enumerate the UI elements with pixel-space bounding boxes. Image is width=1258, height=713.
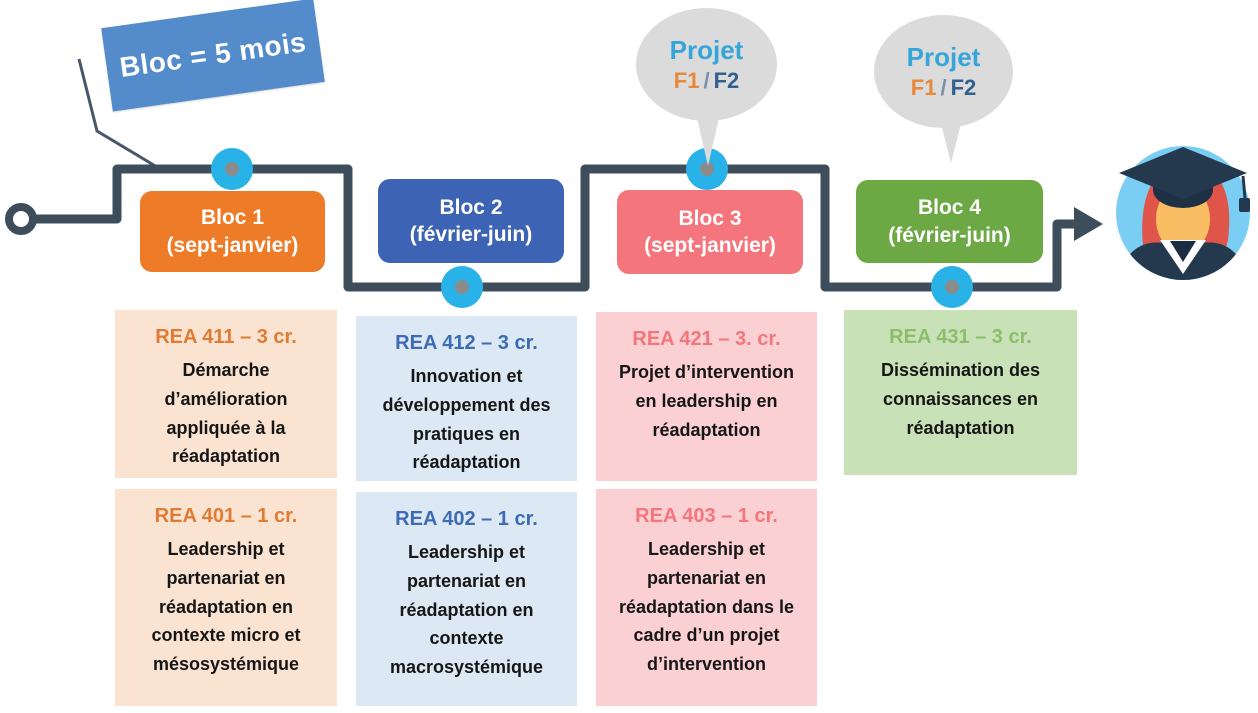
mortarboard (1119, 147, 1247, 199)
f1-label: F1 (910, 74, 937, 100)
tassel-cord (1241, 175, 1247, 199)
course-card-rea431: REA 431 – 3 cr. Dissémination des connai… (844, 310, 1077, 475)
bloc-dates: (sept-janvier) (644, 234, 776, 257)
projet-bubble-bloc4: Projet F1/F2 (874, 15, 1013, 128)
timeline-path (33, 164, 1078, 292)
course-card-rea401: REA 401 – 1 cr. Leadership et partenaria… (115, 489, 337, 706)
milestone-dot-bloc2 (441, 266, 483, 308)
milestone-dot-bloc4 (931, 266, 973, 308)
bloc-4: Bloc 4 (février-juin) (856, 180, 1043, 263)
f1-label: F1 (673, 67, 700, 93)
course-card-rea411: REA 411 – 3 cr. Démarche d’amélioration … (115, 310, 337, 478)
bloc-dates: (sept-janvier) (166, 233, 299, 257)
banner-callout-line (77, 58, 158, 169)
course-card-rea421: REA 421 – 3. cr. Projet d’intervention e… (596, 312, 817, 481)
arrow-right-icon (1074, 207, 1103, 241)
bloc-1: Bloc 1 (sept-janvier) (140, 191, 325, 272)
f2-label: F2 (713, 67, 740, 93)
banner-label: Bloc = 5 mois (117, 26, 309, 83)
course-title: Innovation et développement des pratique… (382, 366, 551, 473)
course-title: Projet d’intervention en leadership en r… (618, 362, 795, 440)
tassel-end (1239, 198, 1250, 212)
bubble-subtitle: F1/F2 (674, 68, 740, 94)
course-title: Démarche d’amélioration appliquée à la r… (164, 360, 288, 467)
bubble-title: Projet (906, 41, 981, 72)
bloc-label: Bloc 3 (678, 206, 742, 230)
shirt (1170, 241, 1196, 262)
bloc-dates: (février-juin) (409, 223, 533, 246)
course-title: Leadership et partenariat en réadaptatio… (151, 539, 301, 675)
bubble-title: Projet (669, 34, 744, 65)
bloc-label: Bloc 4 (917, 196, 982, 220)
course-card-rea412: REA 412 – 3 cr. Innovation et développem… (356, 316, 577, 481)
milestone-dot-bloc1 (211, 148, 253, 190)
course-card-rea402: REA 402 – 1 cr. Leadership et partenaria… (356, 492, 577, 706)
course-code: REA 403 – 1 cr. (635, 505, 778, 527)
bloc-2: Bloc 2 (février-juin) (378, 179, 564, 263)
bloc-dates: (février-juin) (888, 223, 1011, 247)
course-title: Leadership et partenariat en réadaptatio… (618, 539, 795, 675)
bloc-label: Bloc 2 (439, 195, 503, 219)
f1-f2-separator: / (940, 74, 947, 100)
course-code: REA 412 – 3 cr. (395, 332, 538, 354)
projet-bubble-bloc3: Projet F1/F2 (636, 8, 777, 121)
f2-label: F2 (950, 74, 977, 100)
course-code: REA 421 – 3. cr. (632, 328, 781, 350)
milestone-dot-bloc3 (686, 148, 728, 190)
course-title: Dissémination des connaissances en réada… (880, 360, 1041, 438)
course-title: Leadership et partenariat en réadaptatio… (389, 542, 544, 678)
bloc-3: Bloc 3 (sept-janvier) (617, 190, 803, 274)
graduate-avatar-icon (1116, 146, 1250, 280)
course-code: REA 401 – 1 cr. (154, 505, 298, 527)
bloc-label: Bloc 1 (200, 206, 265, 230)
course-code: REA 411 – 3 cr. (155, 326, 297, 348)
course-code: REA 402 – 1 cr. (395, 508, 538, 530)
start-ring-icon (5, 203, 37, 235)
course-card-rea403: REA 403 – 1 cr. Leadership et partenaria… (596, 489, 817, 706)
course-code: REA 431 – 3 cr. (889, 326, 1032, 348)
f1-f2-separator: / (703, 67, 710, 93)
bubble-subtitle: F1/F2 (911, 75, 977, 101)
